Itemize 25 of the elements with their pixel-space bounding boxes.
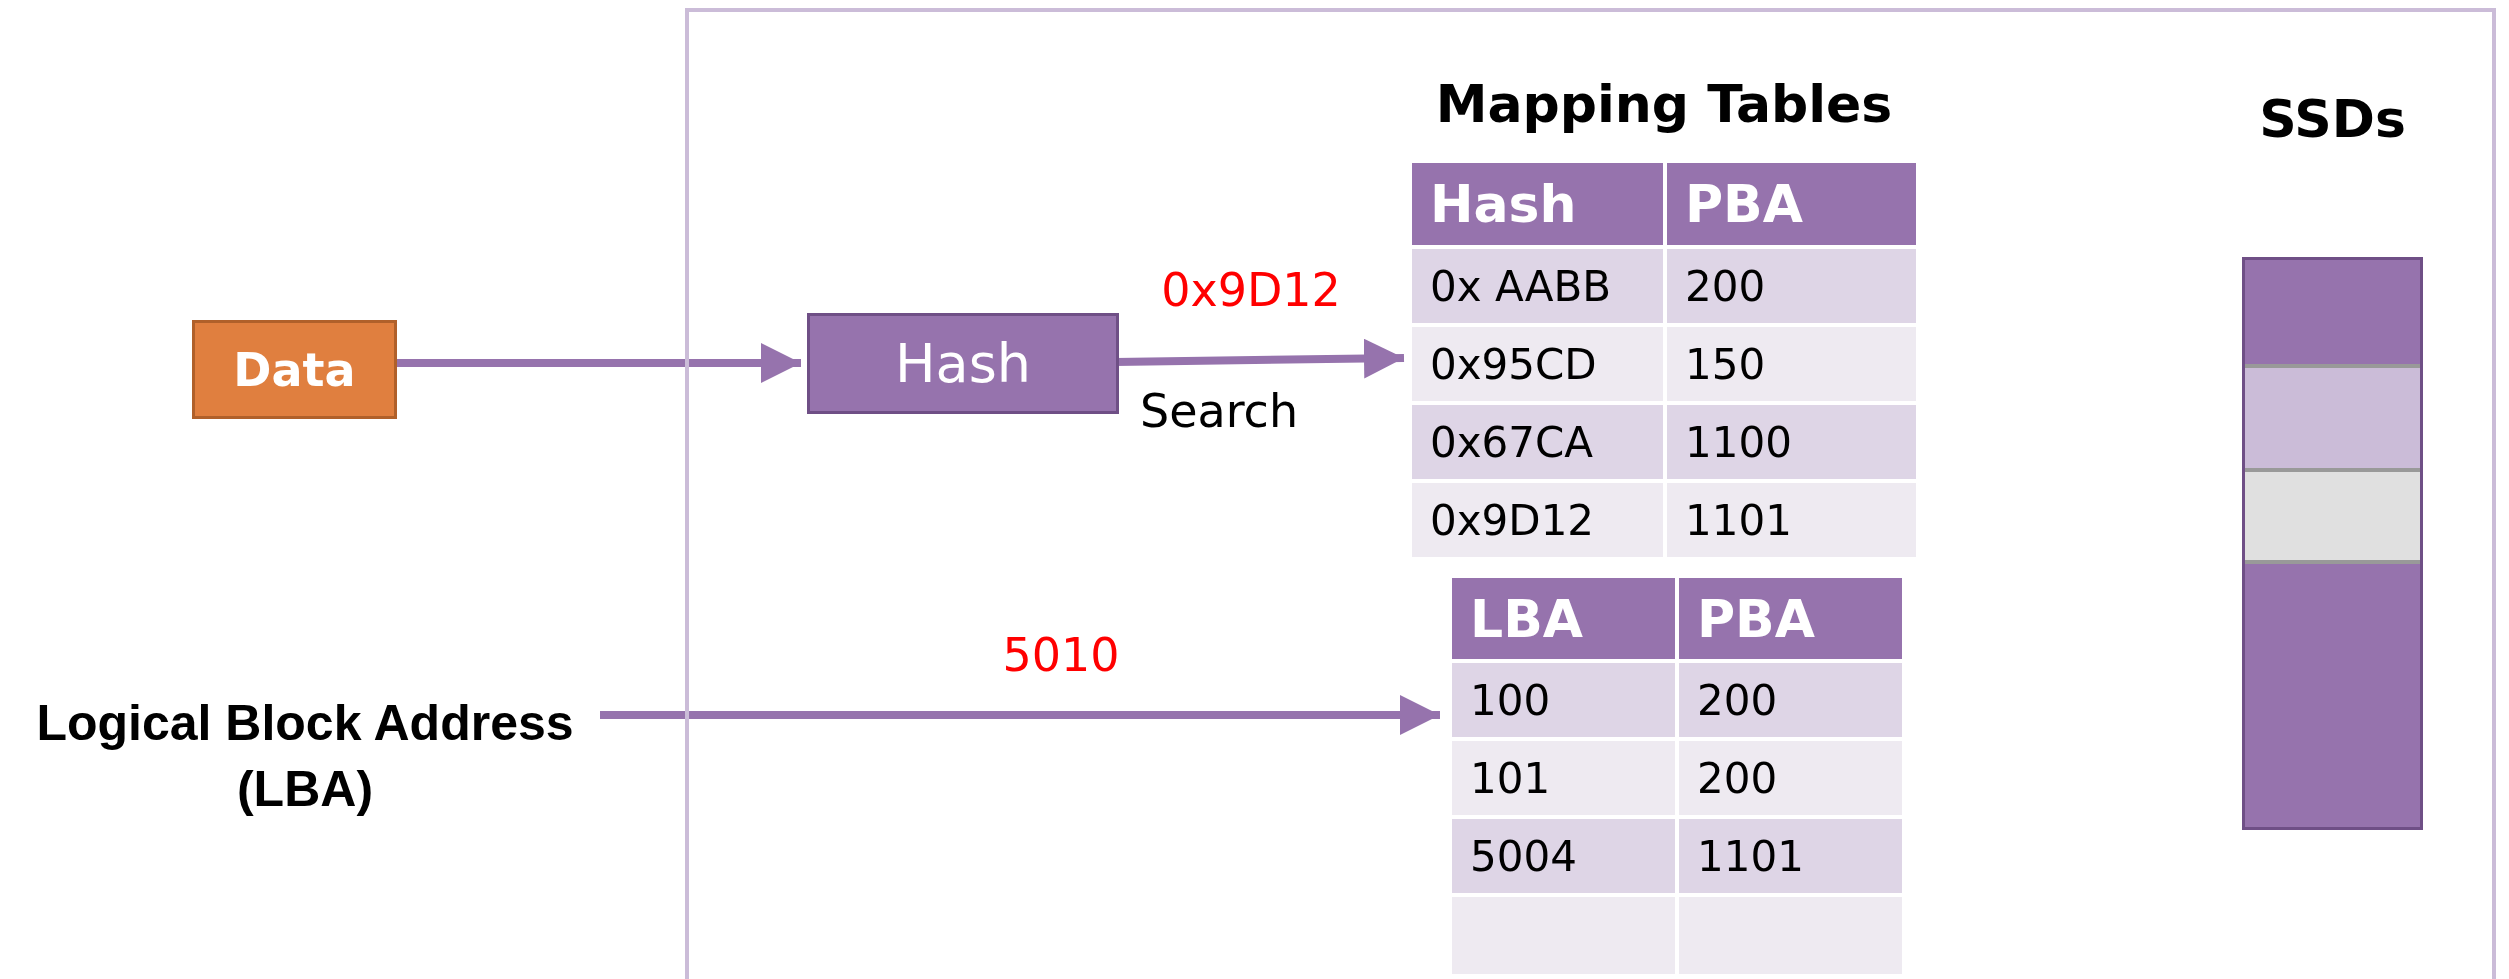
table-cell: 200 <box>1665 247 1918 325</box>
table-header: LBA <box>1450 576 1677 661</box>
data-box: Data <box>192 320 397 419</box>
table-cell: 0x67CA <box>1410 403 1665 481</box>
system-frame <box>685 8 2496 979</box>
table-cell: 200 <box>1677 739 1904 817</box>
table-cell: 0x9D12 <box>1410 481 1665 559</box>
table-cell: 101 <box>1450 739 1677 817</box>
ssd-heading: SSDs <box>2258 89 2407 149</box>
table-cell: 100 <box>1450 661 1677 739</box>
table-cell: 150 <box>1665 325 1918 403</box>
table-cell: 200 <box>1677 661 1904 739</box>
hash-function-box: Hash <box>807 313 1119 414</box>
table-cell: 5004 <box>1450 817 1677 895</box>
search-label: Search <box>1140 384 1299 438</box>
table-title: Mapping Tables <box>1434 74 1894 134</box>
table-header: Hash <box>1410 161 1665 247</box>
table-header: PBA <box>1665 161 1918 247</box>
table-cell: 0x95CD <box>1410 325 1665 403</box>
table-cell: 1101 <box>1665 481 1918 559</box>
input-label: Logical Block Address (LBA) <box>10 690 600 830</box>
table-cell: 1100 <box>1665 403 1918 481</box>
table-cell: 1101 <box>1677 817 1904 895</box>
table-header: PBA <box>1677 576 1904 661</box>
table-cell: 0x AABB <box>1410 247 1665 325</box>
